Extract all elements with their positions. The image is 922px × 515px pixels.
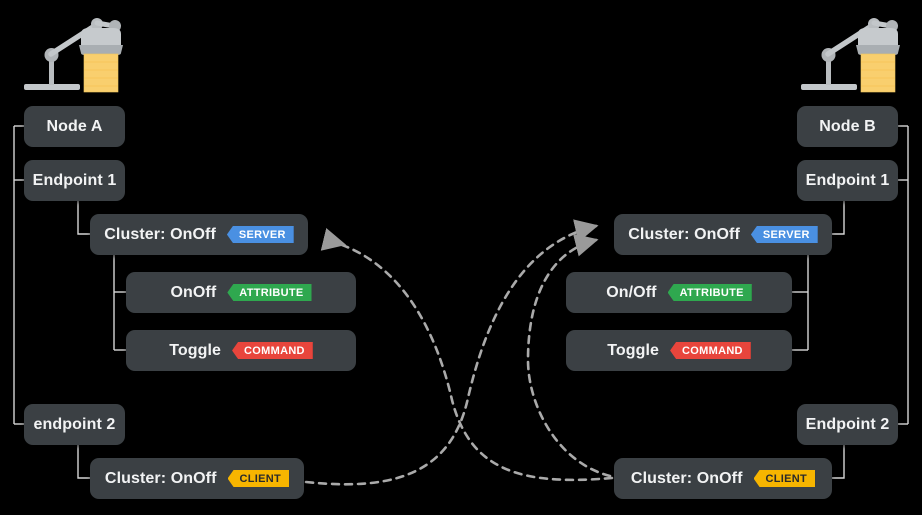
right-cluster-onoff-server-box[interactable]: Cluster: OnOff SERVER [614,214,832,255]
left-endpoint-2-box[interactable]: endpoint 2 [24,404,125,445]
node-b-box[interactable]: Node B [797,106,898,147]
right-command-name: Toggle [607,341,660,359]
left-command-name: Toggle [169,341,222,359]
right-endpoint-1-box[interactable]: Endpoint 1 [797,160,898,201]
desk-lamp-icon-left [24,18,123,93]
right-endpoint-1-label: Endpoint 1 [805,171,890,189]
left-cluster-server-label: Cluster: OnOff [104,225,216,243]
right-cluster-client-label: Cluster: OnOff [630,469,743,487]
left-cluster-client-label: Cluster: OnOff [104,469,217,487]
left-attribute-name: OnOff [170,283,217,301]
desk-lamp-icon-right [801,18,900,93]
right-cluster-onoff-client-box[interactable]: Cluster: OnOff CLIENT [614,458,832,499]
right-command-badge: COMMAND [670,342,751,359]
right-command-toggle-box[interactable]: Toggle COMMAND [566,330,792,371]
left-client-badge: CLIENT [227,470,290,487]
right-client-badge: CLIENT [753,470,816,487]
right-attribute-onoff-box[interactable]: On/Off ATTRIBUTE [566,272,792,313]
node-a-label: Node A [46,117,103,135]
left-cluster-onoff-client-box[interactable]: Cluster: OnOff CLIENT [90,458,304,499]
right-attribute-badge: ATTRIBUTE [667,284,752,301]
left-server-badge: SERVER [226,226,294,243]
node-b-label: Node B [819,117,876,135]
left-cluster-onoff-server-box[interactable]: Cluster: OnOff SERVER [90,214,308,255]
right-server-badge: SERVER [750,226,818,243]
left-attribute-badge: ATTRIBUTE [227,284,312,301]
left-endpoint-1-box[interactable]: Endpoint 1 [24,160,125,201]
left-attribute-onoff-box[interactable]: OnOff ATTRIBUTE [126,272,356,313]
right-endpoint-2-label: Endpoint 2 [805,415,890,433]
left-endpoint-1-label: Endpoint 1 [32,171,117,189]
left-command-toggle-box[interactable]: Toggle COMMAND [126,330,356,371]
left-endpoint-2-label: endpoint 2 [33,415,116,433]
left-command-badge: COMMAND [232,342,313,359]
right-cluster-server-label: Cluster: OnOff [628,225,740,243]
right-endpoint-2-box[interactable]: Endpoint 2 [797,404,898,445]
right-attribute-name: On/Off [606,283,657,301]
node-a-box[interactable]: Node A [24,106,125,147]
